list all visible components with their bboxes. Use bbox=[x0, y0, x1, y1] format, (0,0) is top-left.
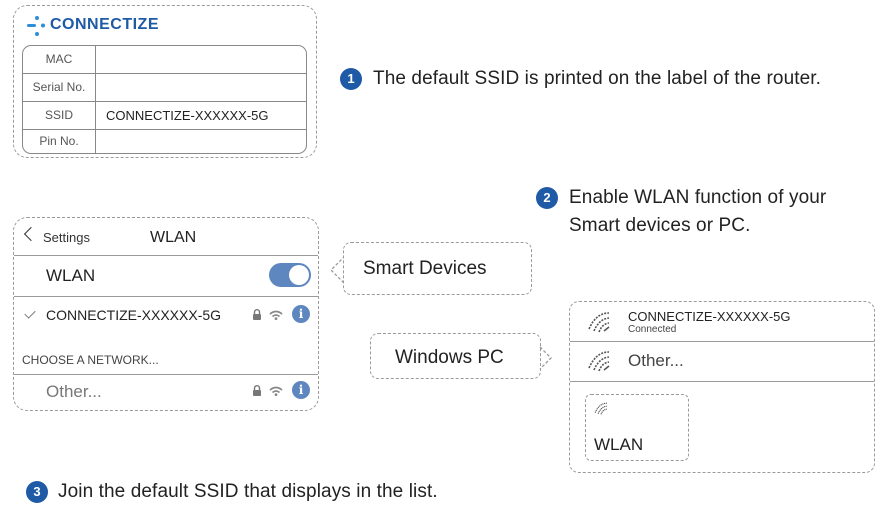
label-key: SSID bbox=[23, 102, 96, 129]
wifi-icon bbox=[588, 351, 610, 372]
label-row-serial: Serial No. bbox=[23, 74, 306, 102]
label-key: MAC bbox=[23, 46, 96, 73]
label-row-mac: MAC bbox=[23, 46, 306, 74]
other-network-label: Other... bbox=[46, 382, 102, 401]
info-icon[interactable]: i bbox=[292, 305, 310, 323]
pc-connected-network-row[interactable]: CONNECTIZE-XXXXXX-5G Connected bbox=[570, 302, 874, 342]
smart-devices-callout: Smart Devices bbox=[343, 242, 532, 295]
choose-network-label: CHOOSE A NETWORK... bbox=[22, 353, 159, 367]
smart-devices-label: Smart Devices bbox=[363, 258, 487, 279]
connected-network-row[interactable]: CONNECTIZE-XXXXXX-5G i bbox=[14, 296, 318, 335]
wlan-toggle[interactable] bbox=[269, 263, 311, 287]
wifi-icon bbox=[588, 312, 610, 333]
windows-pc-callout: Windows PC bbox=[370, 333, 541, 379]
wifi-signal-icon bbox=[269, 310, 283, 320]
other-network-row[interactable]: Other... i bbox=[14, 374, 318, 410]
windows-pc-label: Windows PC bbox=[395, 347, 504, 368]
pc-wlan-tile[interactable]: WLAN bbox=[585, 394, 689, 461]
label-key: Serial No. bbox=[23, 74, 96, 101]
label-value bbox=[96, 130, 306, 153]
toggle-knob bbox=[289, 265, 309, 285]
brand-name: CONNECTIZE bbox=[50, 16, 159, 33]
checkmark-icon bbox=[24, 307, 36, 319]
wlan-toggle-label: WLAN bbox=[46, 266, 96, 285]
brand-logo-icon bbox=[27, 16, 45, 36]
pc-wlan-tile-label: WLAN bbox=[594, 435, 644, 454]
brand-logo: CONNECTIZE bbox=[26, 14, 226, 38]
back-chevron-icon[interactable] bbox=[23, 226, 39, 242]
choose-network-header: CHOOSE A NETWORK... bbox=[14, 334, 318, 375]
step-2-text-line2: Smart devices or PC. bbox=[569, 215, 751, 236]
info-icon[interactable]: i bbox=[292, 381, 310, 399]
label-row-ssid: SSID CONNECTIZE-XXXXXX-5G bbox=[23, 102, 306, 130]
label-row-pin: Pin No. bbox=[23, 130, 306, 153]
step-1-badge: 1 bbox=[340, 68, 362, 90]
phone-title: WLAN bbox=[150, 229, 197, 246]
smart-devices-callout-pointer bbox=[330, 255, 346, 285]
wifi-icon bbox=[594, 402, 607, 415]
lock-icon bbox=[253, 385, 261, 396]
router-label-table: MAC Serial No. SSID CONNECTIZE-XXXXXX-5G… bbox=[22, 45, 307, 154]
wifi-signal-icon bbox=[269, 386, 283, 396]
step-3-badge: 3 bbox=[26, 481, 48, 503]
pc-network-name: CONNECTIZE-XXXXXX-5G bbox=[628, 309, 791, 324]
label-value bbox=[96, 74, 306, 101]
step-3-text: Join the default SSID that displays in t… bbox=[58, 481, 438, 502]
windows-pc-callout-pointer bbox=[539, 346, 552, 370]
pc-other-network-row[interactable]: Other... bbox=[570, 341, 874, 382]
back-button[interactable]: Settings bbox=[43, 230, 90, 245]
pc-network-status: Connected bbox=[628, 324, 677, 335]
label-key: Pin No. bbox=[23, 130, 96, 153]
pc-other-label: Other... bbox=[628, 351, 684, 370]
step-2-badge: 2 bbox=[536, 187, 558, 209]
lock-icon bbox=[253, 309, 261, 320]
phone-nav-bar: Settings WLAN bbox=[14, 218, 318, 256]
step-2-text-line1: Enable WLAN function of your bbox=[569, 187, 827, 208]
router-label-card: CONNECTIZE MAC Serial No. SSID CONNECTIZ… bbox=[13, 5, 317, 158]
step-1-text: The default SSID is printed on the label… bbox=[373, 68, 822, 89]
label-value: CONNECTIZE-XXXXXX-5G bbox=[106, 108, 269, 123]
phone-wlan-screen: Settings WLAN WLAN CONNECTIZE-XXXXXX-5G … bbox=[13, 217, 319, 411]
connected-network-name: CONNECTIZE-XXXXXX-5G bbox=[46, 307, 222, 323]
label-value bbox=[96, 46, 306, 73]
wlan-toggle-row: WLAN bbox=[14, 255, 318, 297]
pc-network-panel: CONNECTIZE-XXXXXX-5G Connected Other... … bbox=[569, 301, 875, 473]
